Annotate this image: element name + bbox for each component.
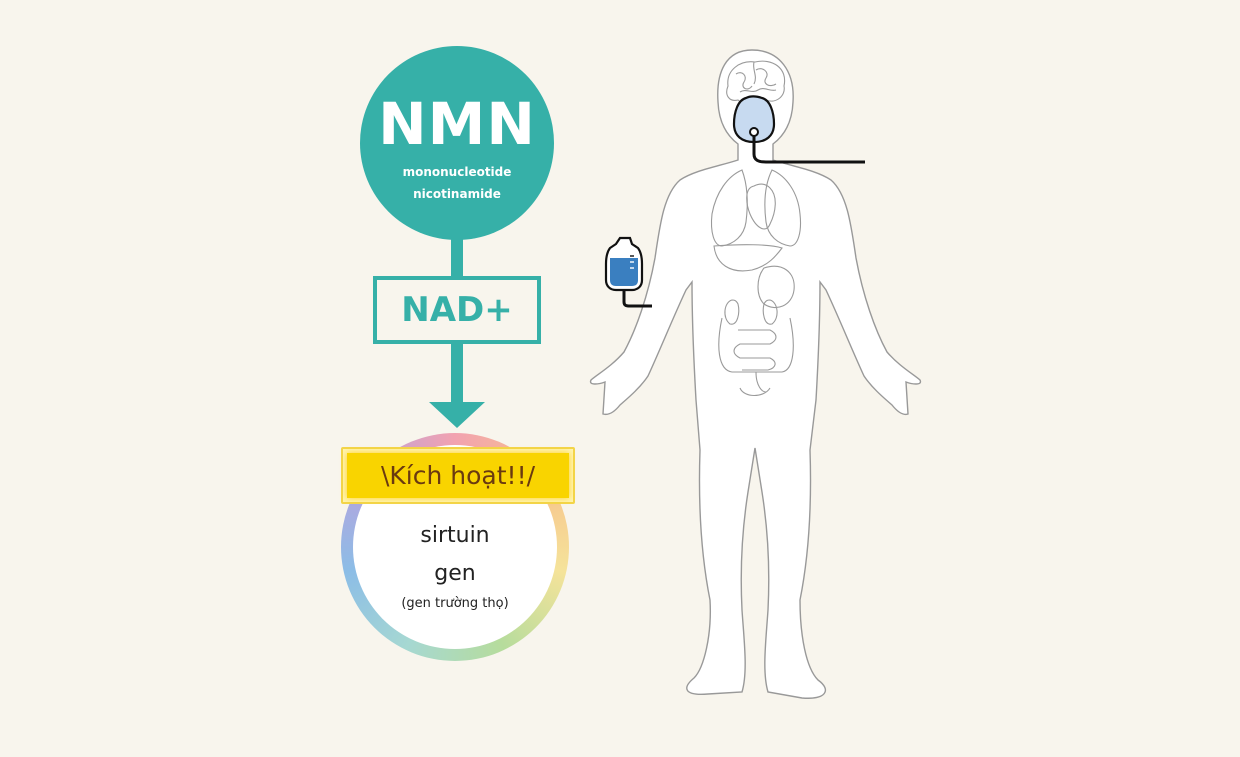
sirtuin-label: sirtuin bbox=[420, 523, 490, 548]
stomach bbox=[757, 265, 795, 308]
large-intestine bbox=[718, 317, 794, 373]
connector-nmn-nad bbox=[451, 238, 463, 278]
nmn-subtitle-line1: mononucleotide bbox=[402, 165, 512, 179]
iv-bag-icon bbox=[604, 236, 652, 308]
down-arrow-icon bbox=[429, 402, 485, 428]
nmn-title: NMN bbox=[378, 90, 536, 158]
gene-label: gen bbox=[434, 561, 476, 586]
longevity-gene-label: (gen trường thọ) bbox=[401, 596, 509, 611]
right-lung bbox=[764, 169, 802, 247]
liver bbox=[713, 244, 783, 272]
connector-nad-arrow bbox=[451, 340, 463, 404]
nmn-subtitle-line2: nicotinamide bbox=[413, 187, 501, 201]
activation-label: \Kích hoạt!!/ bbox=[347, 453, 569, 498]
rectum bbox=[755, 371, 767, 393]
kidney-left bbox=[724, 299, 740, 325]
internal-organs bbox=[710, 169, 802, 397]
heart bbox=[746, 183, 776, 230]
brain-icon bbox=[726, 60, 786, 106]
small-intestine bbox=[733, 329, 777, 371]
oxygen-mask-icon bbox=[732, 95, 865, 164]
nad-box: NAD+ bbox=[373, 276, 541, 344]
kidney-right bbox=[762, 299, 778, 325]
nmn-circle: NMN mononucleotide nicotinamide bbox=[360, 46, 554, 240]
activation-banner: \Kích hoạt!!/ bbox=[341, 447, 575, 504]
